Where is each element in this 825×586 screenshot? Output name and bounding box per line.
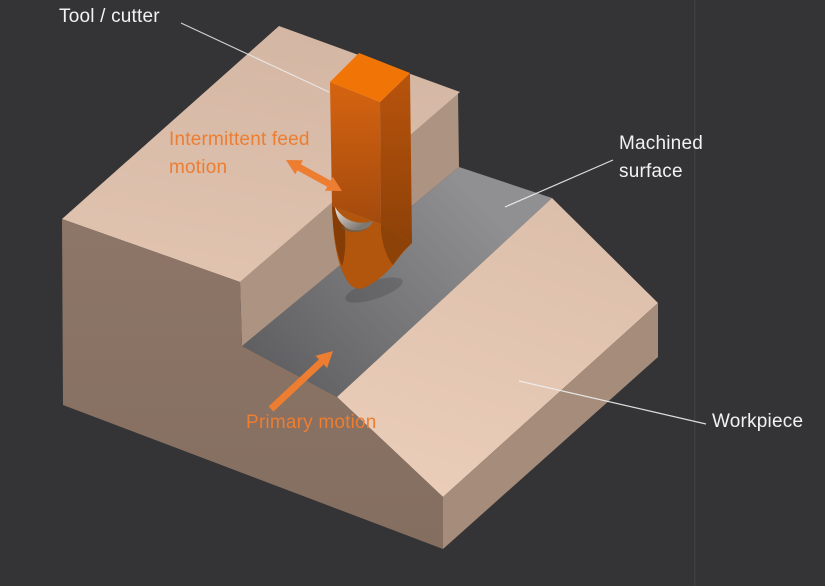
leader-line-tool-cutter	[180, 22, 330, 93]
tool-tip-shaded-facet	[381, 224, 412, 265]
leader-line-machined-surface	[504, 159, 614, 208]
tool-shank-top-face	[330, 53, 410, 102]
workpiece-front-face	[62, 219, 443, 549]
leader-line-workpiece	[518, 380, 707, 425]
primary-motion-arrow	[268, 351, 333, 412]
tool-shadow	[345, 277, 403, 303]
chip-shadow	[340, 225, 369, 233]
feed-motion-arrow	[286, 160, 342, 191]
tool-shank-front-face	[330, 82, 381, 224]
workpiece-lower-top-face	[337, 198, 658, 497]
background-guide-line	[694, 0, 696, 586]
workpiece-right-side-face	[443, 303, 658, 549]
tool-shank-side-face	[380, 73, 412, 243]
machined-surface-face	[242, 167, 552, 397]
chip	[335, 207, 373, 231]
